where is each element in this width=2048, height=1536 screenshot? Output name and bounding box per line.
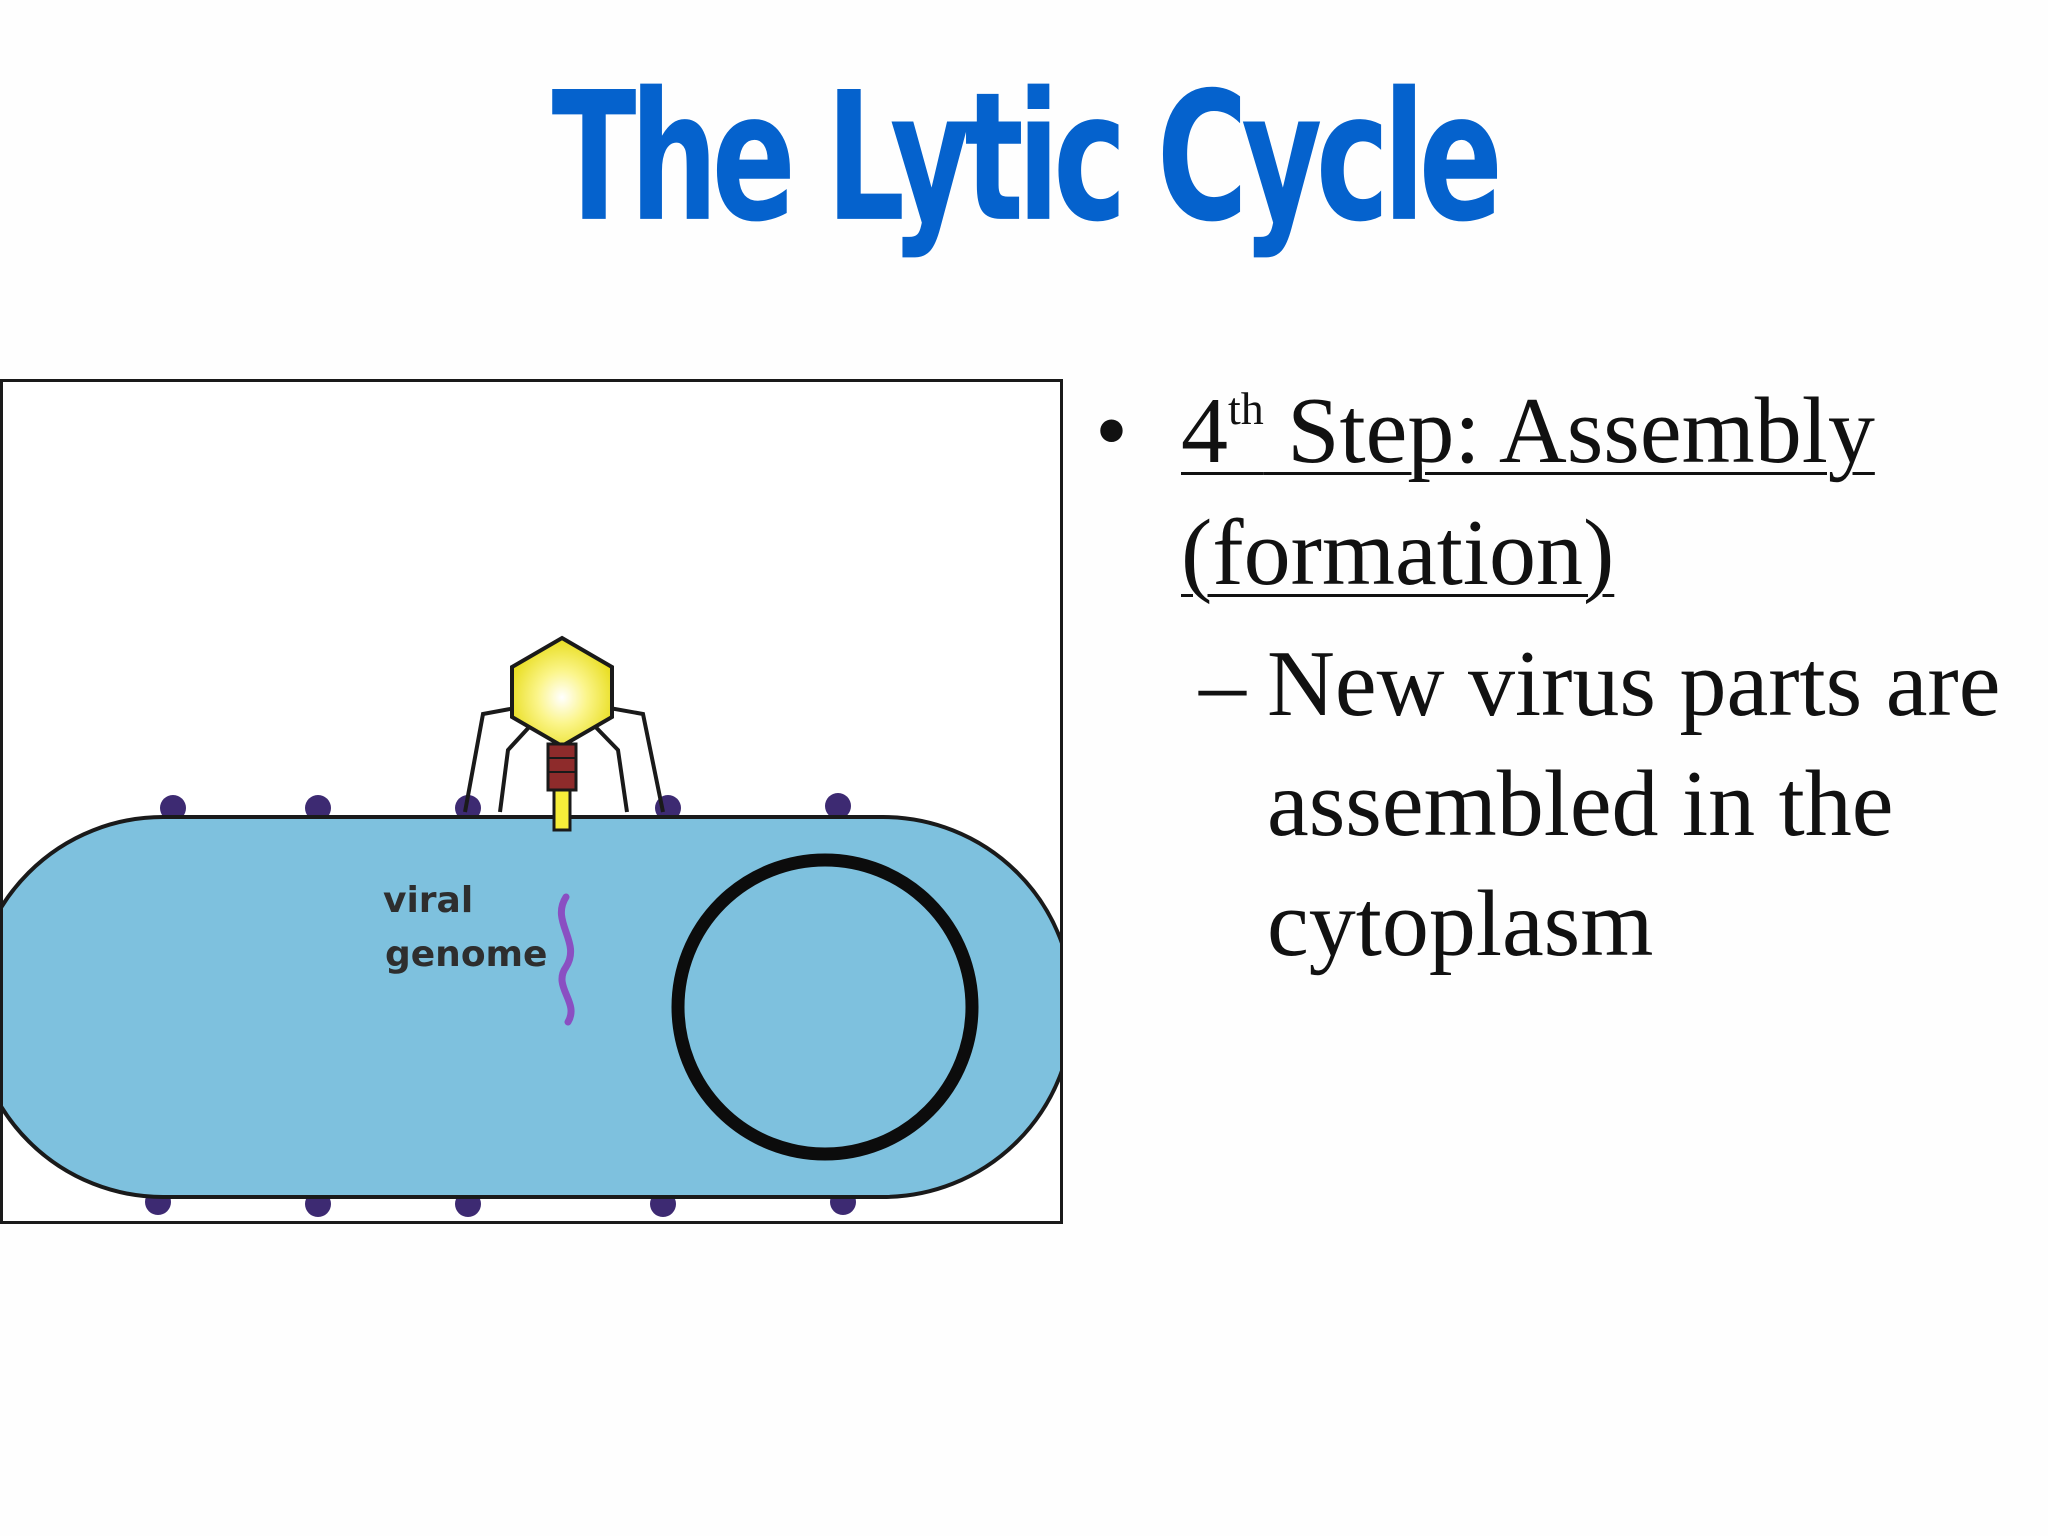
slide-body: • 4th Step: Assembly (formation) – New v… (1095, 370, 2025, 984)
bacterial-chromosome-ring (671, 853, 979, 1161)
step-number: 4 (1181, 379, 1228, 483)
slide-title: The Lytic Cycle (551, 53, 1503, 262)
bullet-heading: 4th Step: Assembly (formation) (1181, 379, 1875, 605)
bacteriophage-icon (463, 635, 665, 832)
genome-label: genome (385, 934, 547, 975)
bullet-item: • 4th Step: Assembly (formation) (1095, 370, 2025, 614)
viral-label: viral (383, 880, 473, 921)
step-suffix: th (1228, 383, 1264, 434)
bullet-marker: • (1095, 379, 1128, 483)
figure-canvas: viral genome (3, 635, 1060, 1217)
sub-bullet-item: – New virus parts are assembled in the c… (1095, 624, 2025, 984)
bacterial-cell (3, 815, 1060, 1199)
sub-bullet-text: New virus parts are assembled in the cyt… (1267, 632, 2001, 976)
lytic-assembly-figure: viral genome (0, 379, 1063, 1224)
step-text: Step: Assembly (formation) (1181, 379, 1875, 605)
viral-genome-icon (557, 893, 575, 1026)
sub-bullet-marker: – (1199, 632, 1246, 736)
